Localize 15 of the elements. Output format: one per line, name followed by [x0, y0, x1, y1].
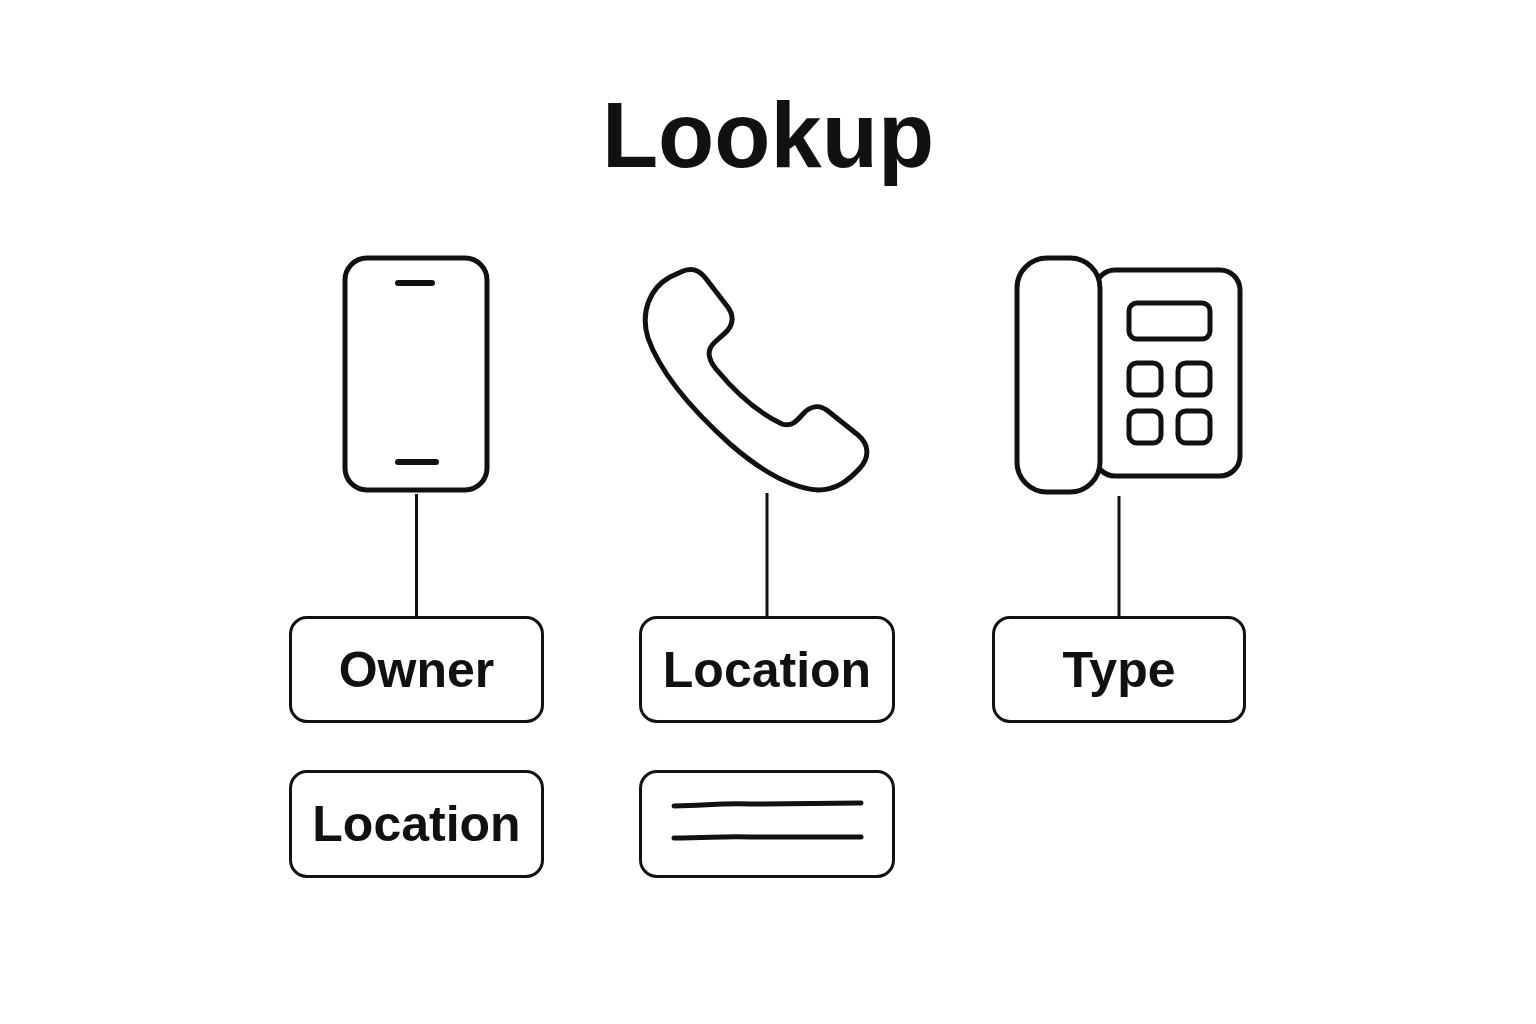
field-box	[639, 616, 895, 723]
title: Lookup	[600, 83, 936, 188]
field-label: Owner	[338, 640, 495, 699]
placeholder-box	[639, 770, 895, 878]
field-label: Type	[1062, 640, 1176, 699]
field-box	[289, 770, 544, 878]
field-label: Location	[312, 795, 521, 853]
connector-line	[765, 493, 769, 616]
connector-line	[1117, 496, 1121, 616]
smartphone-icon	[341, 254, 491, 494]
connector-line	[415, 494, 418, 616]
field-label: Location	[662, 640, 872, 699]
field-box	[992, 616, 1246, 723]
field-box	[289, 616, 544, 723]
desk-phone-icon	[1013, 254, 1245, 496]
